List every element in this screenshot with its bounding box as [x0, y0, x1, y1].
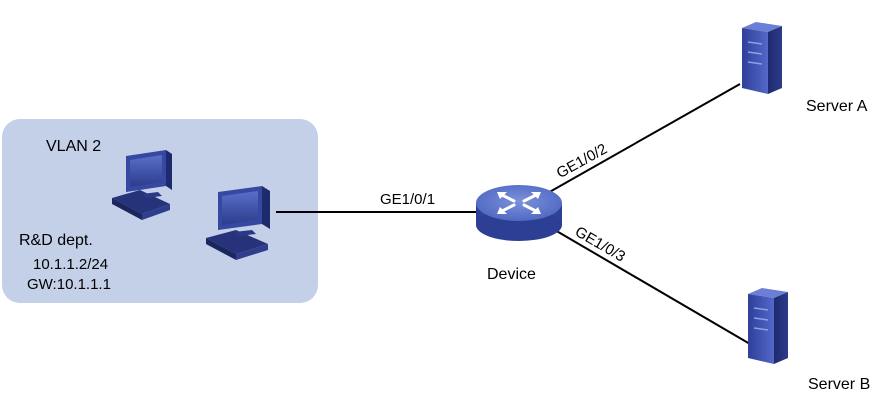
device-icon: [476, 185, 562, 241]
server-b-label: Server B: [808, 376, 871, 393]
pc-ip-label: 10.1.1.2/24: [33, 256, 109, 273]
server-a-label: Server A: [806, 98, 868, 115]
port-ge1-0-1-label: GE1/0/1: [380, 191, 436, 208]
pc-icon: [112, 150, 172, 220]
pc-icon: [206, 186, 270, 260]
link-ge1-0-3: [547, 225, 751, 345]
dept-label: R&D dept.: [19, 232, 93, 249]
link-ge1-0-2: [545, 83, 741, 195]
device-label: Device: [487, 266, 536, 283]
server-b-icon: [748, 288, 788, 364]
server-a-icon: [742, 22, 782, 94]
vlan-name: VLAN 2: [46, 138, 102, 155]
gateway-label: GW:10.1.1.1: [27, 276, 111, 293]
